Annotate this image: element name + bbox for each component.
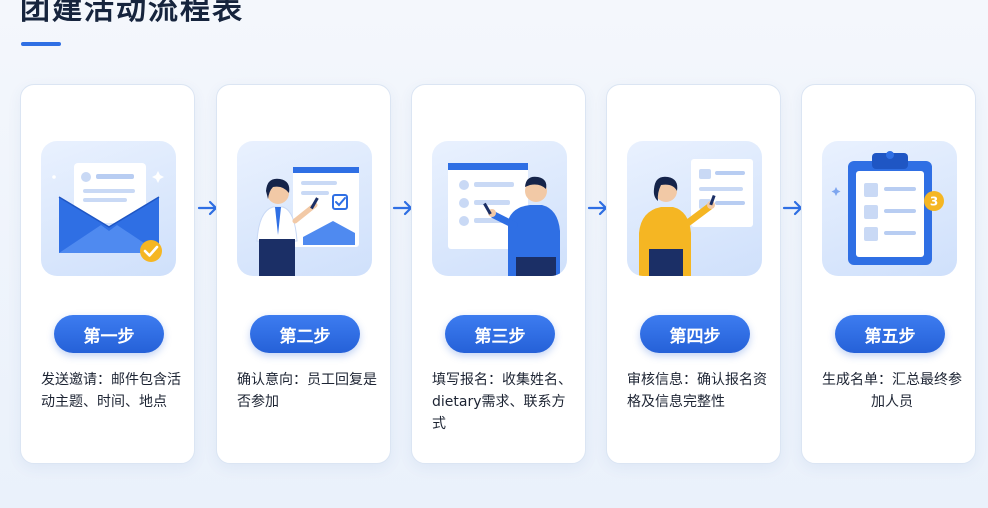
step-description-4: 审核信息：确认报名资格及信息完整性 — [627, 372, 767, 410]
page-title: 团建活动流程表 — [20, 0, 244, 27]
step-description-1: 发送邀请：邮件包含活动主题、时间、地点 — [41, 372, 181, 410]
person-confirm-board-icon — [237, 141, 372, 276]
process-steps: 第一步 发送邀请：邮件包含活动主题、时间、地点 — [20, 84, 976, 466]
step-card-5: 3 第五步 生成名单：汇总最终参加人员 — [801, 84, 976, 464]
step-label-4: 第四步 — [640, 315, 750, 353]
step-card-3: 第三步 填写报名：收集姓名、dietary需求、联系方式 — [411, 84, 586, 464]
step-description-2: 确认意向：员工回复是否参加 — [237, 372, 377, 410]
person-form-board-icon — [432, 141, 567, 276]
clipboard-list-icon: 3 — [822, 141, 957, 276]
step-label-3: 第三步 — [445, 315, 555, 353]
step-card-2: 第二步 确认意向：员工回复是否参加 — [216, 84, 391, 464]
step-card-1: 第一步 发送邀请：邮件包含活动主题、时间、地点 — [20, 84, 195, 464]
step-5-badge: 3 — [930, 195, 938, 209]
title-underline — [21, 42, 61, 46]
step-label-2: 第二步 — [250, 315, 360, 353]
step-card-4: 第四步 审核信息：确认报名资格及信息完整性 — [606, 84, 781, 464]
step-label-1: 第一步 — [54, 315, 164, 353]
envelope-check-icon — [41, 141, 176, 276]
step-description-5: 生成名单：汇总最终参加人员 — [822, 372, 962, 410]
step-description-3: 填写报名：收集姓名、dietary需求、联系方式 — [432, 372, 572, 432]
person-review-checklist-icon — [627, 141, 762, 276]
step-label-5: 第五步 — [835, 315, 945, 353]
